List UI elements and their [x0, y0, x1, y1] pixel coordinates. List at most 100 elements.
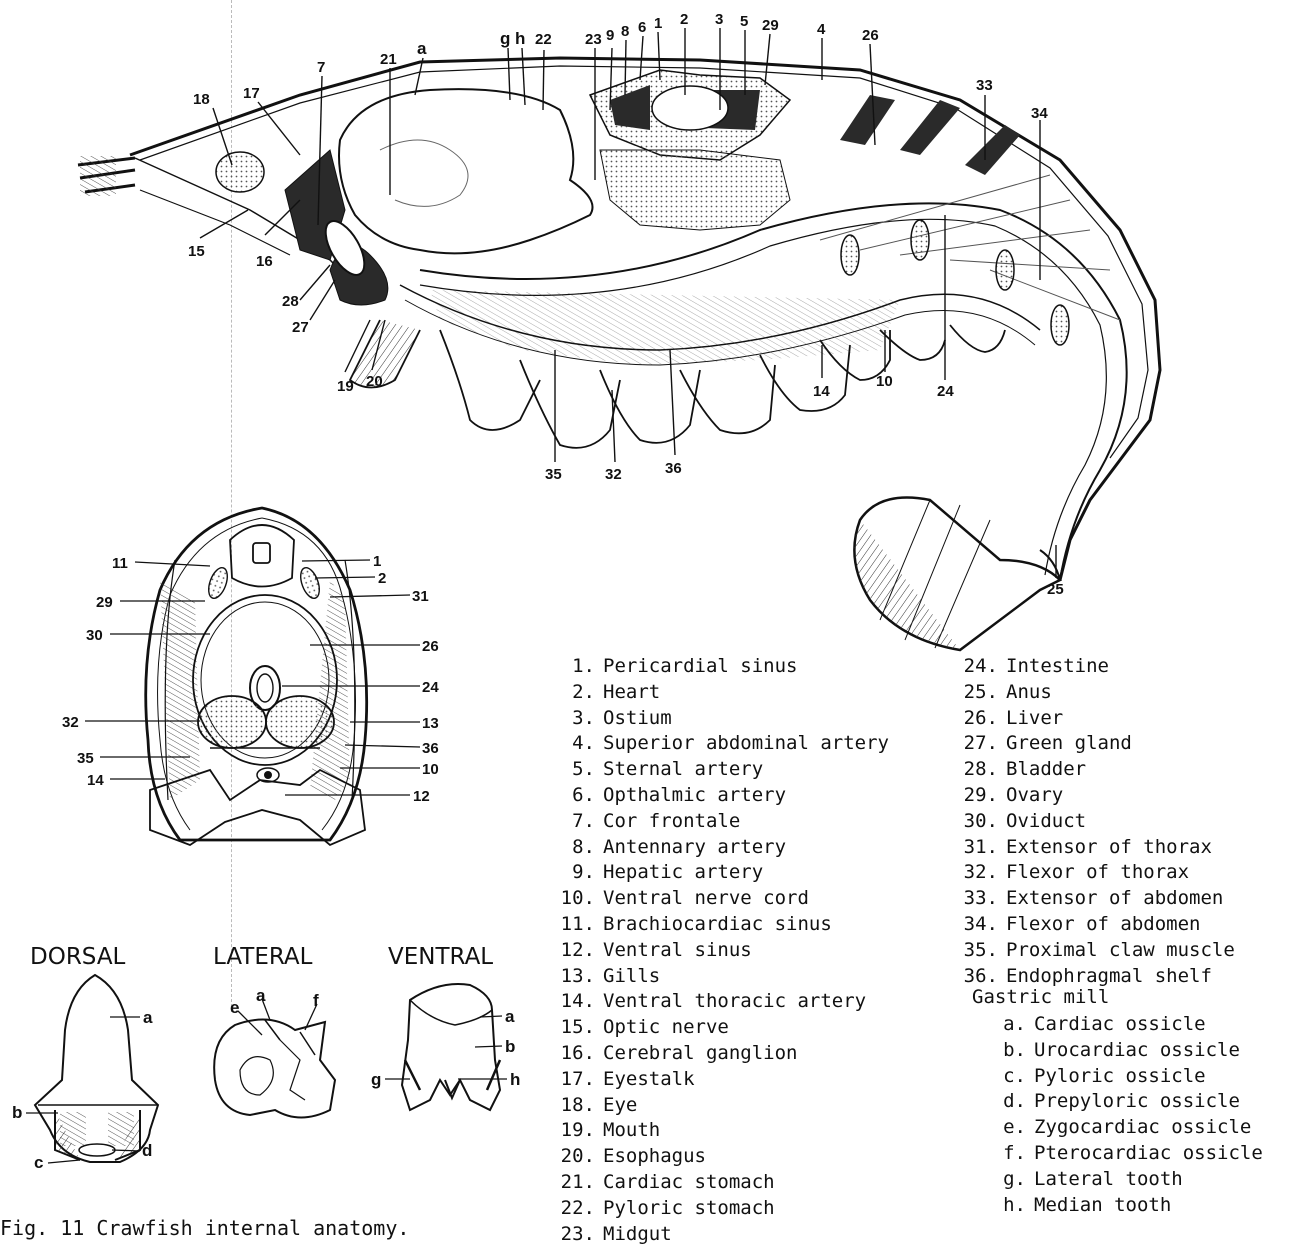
side-label-28: 28: [282, 293, 299, 310]
side-label-15: 15: [188, 243, 205, 260]
side-label-1: 1: [654, 15, 662, 32]
legend-item: 4.Superior abdominal artery: [537, 731, 889, 757]
legend-item: 29.Ovary: [940, 783, 1235, 809]
cs-label-13: 13: [422, 715, 439, 732]
side-label-29: 29: [762, 17, 779, 34]
side-label-36: 36: [665, 460, 682, 477]
side-label-7: 7: [317, 59, 325, 76]
gastric-mill-item: e.Zygocardiac ossicle: [970, 1115, 1263, 1141]
legend-item: 3.Ostium: [537, 706, 889, 732]
legend-item: 32.Flexor of thorax: [940, 860, 1235, 886]
side-label-20: 20: [366, 373, 383, 390]
side-label-26: 26: [862, 27, 879, 44]
legend-right: 24.Intestine 25.Anus 26.Liver 27.Green g…: [940, 654, 1235, 989]
dorsal-view-title: DORSAL: [30, 944, 125, 970]
side-label-32: 32: [605, 466, 622, 483]
cs-label-26: 26: [422, 638, 439, 655]
legend-item: 35.Proximal claw muscle: [940, 938, 1235, 964]
legend-item: 28.Bladder: [940, 757, 1235, 783]
legend-item: 22.Pyloric stomach: [537, 1196, 889, 1222]
legend-item: 14.Ventral thoracic artery: [537, 989, 889, 1015]
side-label-2: 2: [680, 11, 688, 28]
legend-item: 6.Opthalmic artery: [537, 783, 889, 809]
cs-label-32: 32: [62, 714, 79, 731]
side-label-6: 6: [638, 19, 646, 36]
legend-item: 17.Eyestalk: [537, 1067, 889, 1093]
ventral-label-b: b: [505, 1037, 515, 1056]
legend-item: 26.Liver: [940, 706, 1235, 732]
side-label-4: 4: [817, 21, 826, 38]
legend-item: 1.Pericardial sinus: [537, 654, 889, 680]
gastric-mill-legend: a.Cardiac ossicle b.Urocardiac ossicle c…: [970, 1012, 1263, 1218]
cs-label-35: 35: [77, 750, 94, 767]
side-label-5: 5: [740, 13, 748, 30]
legend-item: 19.Mouth: [537, 1118, 889, 1144]
side-label-33: 33: [976, 77, 993, 94]
legend-item: 34.Flexor of abdomen: [940, 912, 1235, 938]
legend-item: 10.Ventral nerve cord: [537, 886, 889, 912]
ventral-view-title: VENTRAL: [388, 944, 493, 970]
legend-item: 24.Intestine: [940, 654, 1235, 680]
gastric-mill-item: a.Cardiac ossicle: [970, 1012, 1263, 1038]
legend-item: 11.Brachiocardiac sinus: [537, 912, 889, 938]
legend-item: 16.Cerebral ganglion: [537, 1041, 889, 1067]
legend-item: 20.Esophagus: [537, 1144, 889, 1170]
side-label-18: 18: [193, 91, 210, 108]
side-label-17: 17: [243, 85, 260, 102]
cs-label-29: 29: [96, 594, 113, 611]
legend-item: 21.Cardiac stomach: [537, 1170, 889, 1196]
legend-item: 13.Gills: [537, 964, 889, 990]
legend-item: 5.Sternal artery: [537, 757, 889, 783]
gastric-mill-item: c.Pyloric ossicle: [970, 1064, 1263, 1090]
cs-label-36: 36: [422, 740, 439, 757]
side-label-10: 10: [876, 373, 893, 390]
gastric-mill-item: d.Prepyloric ossicle: [970, 1089, 1263, 1115]
legend-item: 2.Heart: [537, 680, 889, 706]
ventral-label-g: g: [371, 1070, 381, 1089]
figure-caption: Fig. 11 Crawfish internal anatomy.: [0, 1216, 409, 1240]
legend-left: 1.Pericardial sinus 2.Heart 3.Ostium 4.S…: [537, 654, 889, 1247]
side-label-25: 25: [1047, 581, 1064, 598]
legend-item: 33.Extensor of abdomen: [940, 886, 1235, 912]
cs-label-31: 31: [412, 588, 429, 605]
dorsal-label-b: b: [12, 1103, 22, 1122]
dorsal-label-a: a: [143, 1008, 153, 1027]
gastric-mill-title: Gastric mill: [972, 986, 1109, 1008]
cs-label-1: 1: [373, 553, 381, 570]
gastric-mill-item: h.Median tooth: [970, 1193, 1263, 1219]
legend-item: 18.Eye: [537, 1093, 889, 1119]
side-label-35: 35: [545, 466, 562, 483]
side-label-19: 19: [337, 378, 354, 395]
cs-label-30: 30: [86, 627, 103, 644]
gastric-lateral-drawing: [214, 1020, 335, 1118]
legend-item: 7.Cor frontale: [537, 809, 889, 835]
lateral-label-e: e: [230, 998, 239, 1017]
gastric-mill-item: f.Pterocardiac ossicle: [970, 1141, 1263, 1167]
side-label-27: 27: [292, 319, 309, 336]
legend-item: 15.Optic nerve: [537, 1015, 889, 1041]
legend-item: 25.Anus: [940, 680, 1235, 706]
side-label-9: 9: [606, 27, 614, 44]
legend-item: 27.Green gland: [940, 731, 1235, 757]
gastric-mill-item: g.Lateral tooth: [970, 1167, 1263, 1193]
cs-label-11: 11: [112, 555, 128, 572]
side-label-16: 16: [256, 253, 273, 270]
gastric-mill-item: b.Urocardiac ossicle: [970, 1038, 1263, 1064]
side-label-8: 8: [621, 23, 629, 40]
gastric-lateral-leaders: [238, 999, 317, 1035]
side-body-drawing: [78, 58, 1160, 650]
side-label-g: g: [500, 29, 510, 48]
side-label-3: 3: [715, 11, 723, 28]
side-label-24: 24: [937, 383, 954, 400]
cs-label-10: 10: [422, 761, 439, 778]
cs-label-12: 12: [413, 788, 430, 805]
legend-item: 9.Hepatic artery: [537, 860, 889, 886]
side-label-34: 34: [1031, 105, 1048, 122]
legend-item: 12.Ventral sinus: [537, 938, 889, 964]
gastric-lateral-labels: e a f: [230, 986, 319, 1017]
ventral-label-h: h: [510, 1070, 520, 1089]
cs-label-14: 14: [87, 772, 104, 789]
side-label-23: 23: [585, 31, 602, 48]
cs-label-24: 24: [422, 679, 439, 696]
dorsal-label-c: c: [34, 1153, 43, 1172]
